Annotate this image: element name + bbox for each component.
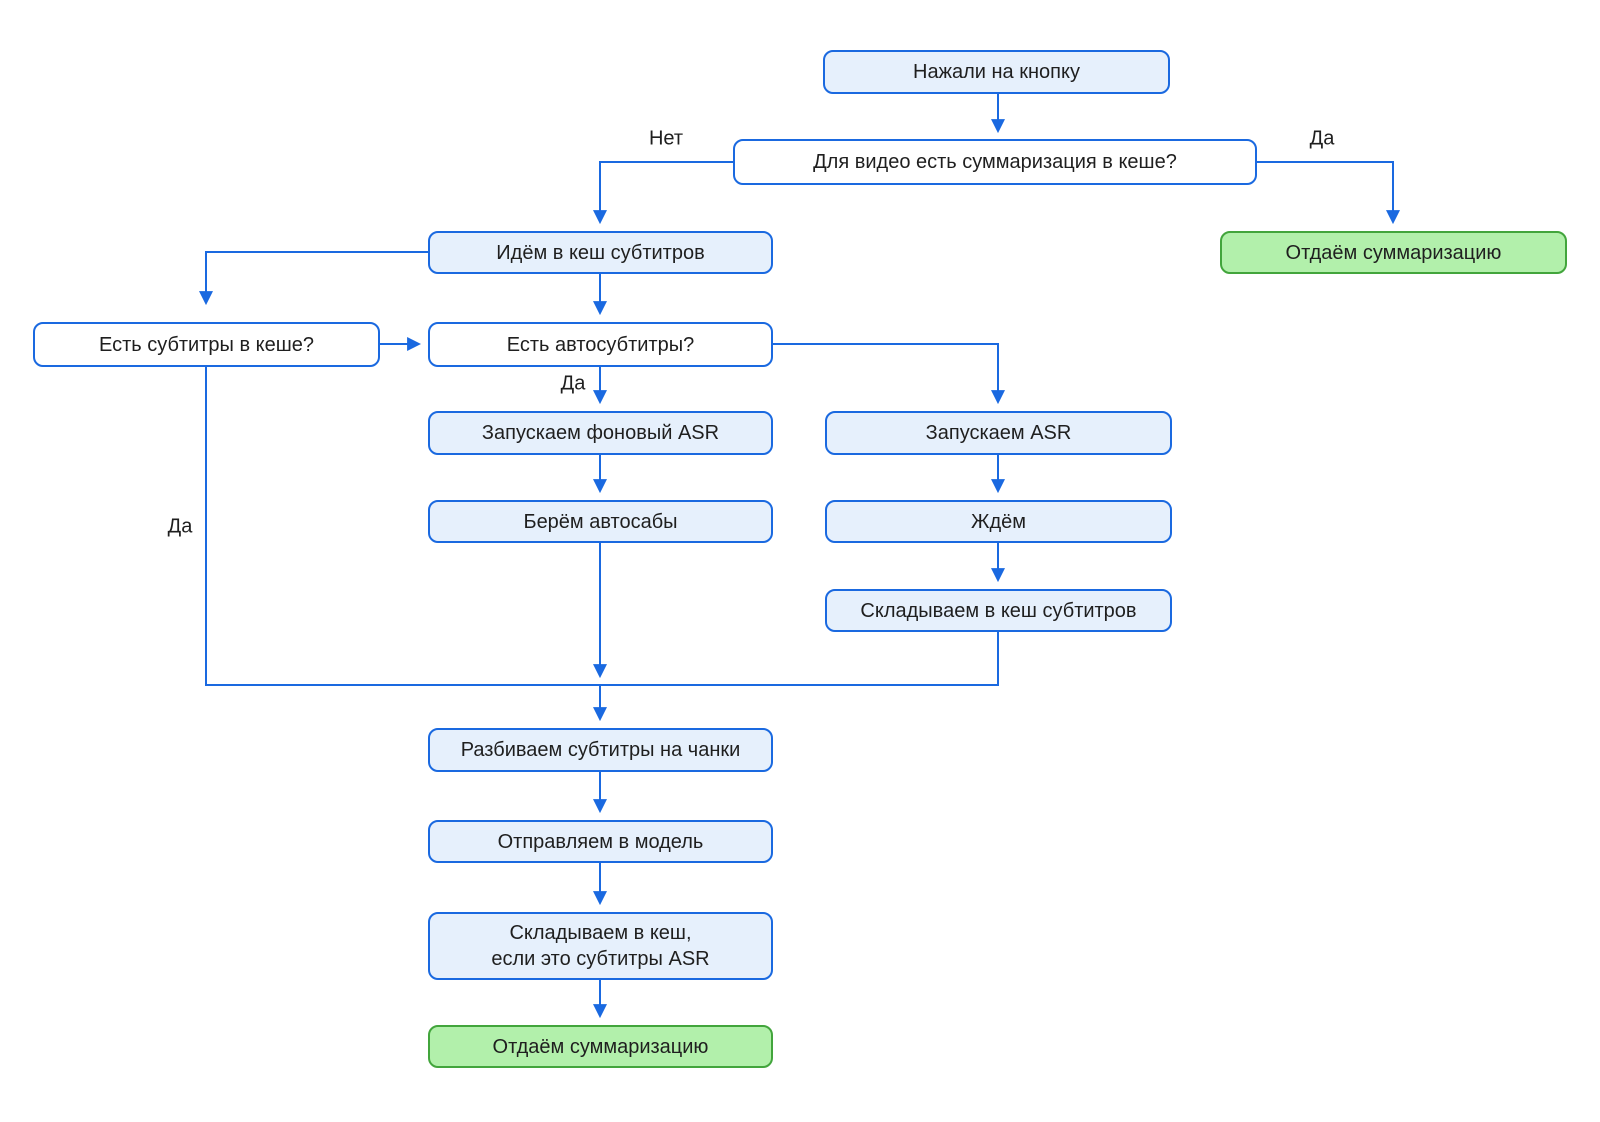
node-return-summary-bottom: Отдаём суммаризацию xyxy=(428,1025,773,1068)
node-subs-in-cache-question: Есть субтитры в кеше? xyxy=(33,322,380,367)
node-store-subs-cache: Складываем в кеш субтитров xyxy=(825,589,1172,632)
edge-label-yes-top: Да xyxy=(1309,127,1335,150)
node-run-asr: Запускаем ASR xyxy=(825,411,1172,455)
node-autosubs-question: Есть автосубтитры? xyxy=(428,322,773,367)
node-go-subtitle-cache: Идём в кеш субтитров xyxy=(428,231,773,274)
node-button-pressed: Нажали на кнопку xyxy=(823,50,1170,94)
node-run-background-asr: Запускаем фоновый ASR xyxy=(428,411,773,455)
edge-question-yes-to-return-summary xyxy=(1257,161,1400,225)
node-return-summary-top: Отдаём суммаризацию xyxy=(1220,231,1567,274)
edge-label-yes-autosubs: Да xyxy=(560,372,586,395)
node-split-chunks: Разбиваем субтитры на чанки xyxy=(428,728,773,772)
edge-label-no-top: Нет xyxy=(648,127,684,150)
node-summary-in-cache-question: Для видео есть суммаризация в кеше? xyxy=(733,139,1257,185)
edge-question-no-to-go-cache xyxy=(593,161,733,225)
node-send-to-model: Отправляем в модель xyxy=(428,820,773,863)
node-wait: Ждём xyxy=(825,500,1172,543)
node-store-cache-if-asr: Складываем в кеш, если это субтитры ASR xyxy=(428,912,773,980)
edge-label-yes-subs-cache: Да xyxy=(167,515,193,538)
edge-autosubs-to-run-asr xyxy=(773,343,1005,405)
edge-go-cache-to-subs-in-cache xyxy=(199,251,428,306)
node-take-autosubs: Берём автосабы xyxy=(428,500,773,543)
